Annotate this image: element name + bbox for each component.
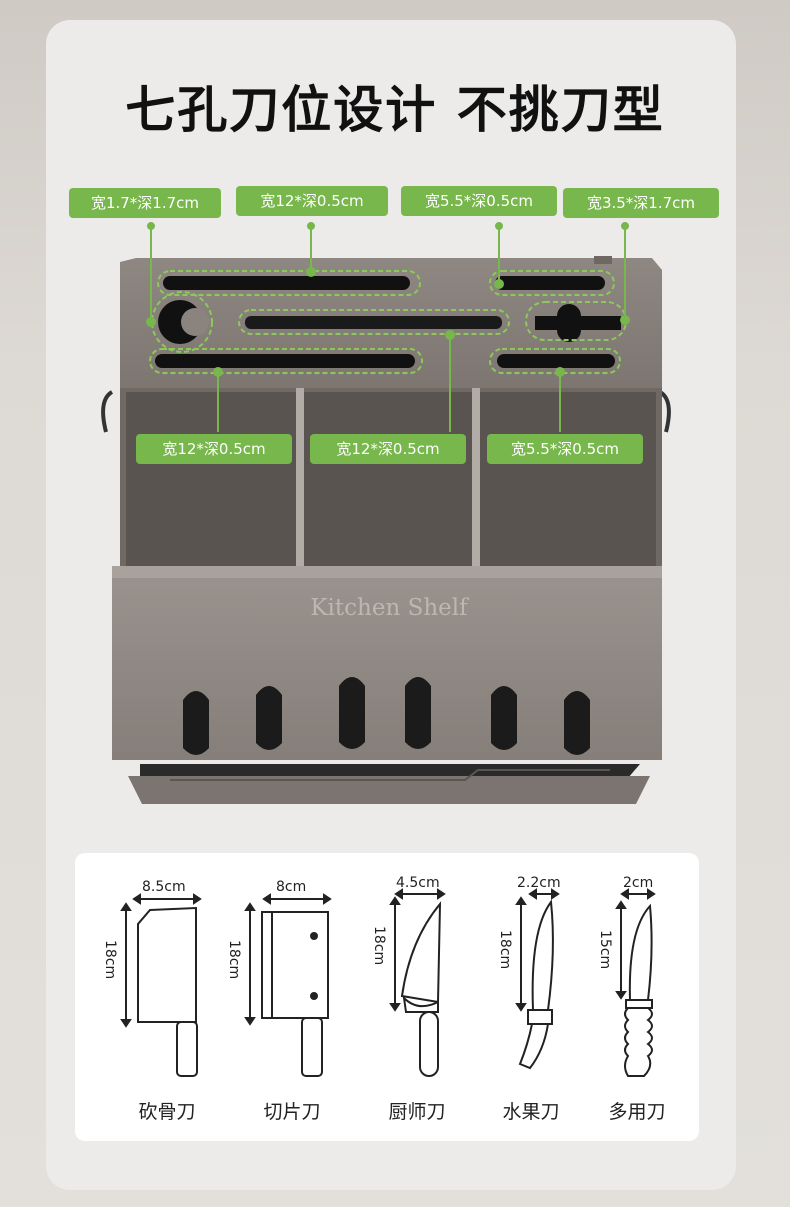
knife-length-slicing: 18cm [226,940,242,980]
knife-name-fruit: 水果刀 [502,1101,560,1123]
knife-name-chef: 厨师刀 [388,1101,446,1123]
slot-tag-bottom-left: 宽12*深0.5cm [136,434,292,464]
utility-knife-icon [615,888,656,1077]
knife-width-slicing: 8cm [276,879,307,895]
slot-tag-keyhole: 宽3.5*深1.7cm [563,188,719,218]
knife-holder-illustration: Kitchen Shelf [101,222,671,804]
knife-length-cleaver: 18cm [102,940,118,980]
fruit-knife-icon [515,888,560,1070]
brand-text: Kitchen Shelf [310,595,469,621]
knife-name-cleaver: 砍骨刀 [138,1101,196,1123]
knife-width-fruit: 2.2cm [517,875,561,891]
knife-name-utility: 多用刀 [608,1101,666,1123]
slot-tag-top-right: 宽5.5*深0.5cm [401,186,557,216]
page-title: 七孔刀位设计 不挑刀型 [125,81,665,139]
slicing-knife-icon [244,893,332,1077]
knife-width-utility: 2cm [623,875,654,891]
knife-length-fruit: 18cm [497,930,513,970]
chef-knife-icon [389,888,446,1077]
knife-width-cleaver: 8.5cm [142,879,186,895]
knife-width-chef: 4.5cm [396,875,440,891]
knife-length-chef: 18cm [371,926,387,966]
slot-tag-round: 宽1.7*深1.7cm [69,188,221,218]
cleaver-icon [120,893,202,1077]
knife-length-utility: 15cm [597,930,613,970]
knife-types-panel [75,853,699,1141]
slot-tag-top-left: 宽12*深0.5cm [236,186,388,216]
knife-name-slicing: 切片刀 [263,1101,321,1123]
slot-tag-middle: 宽12*深0.5cm [310,434,466,464]
slot-tag-bottom-right: 宽5.5*深0.5cm [487,434,643,464]
